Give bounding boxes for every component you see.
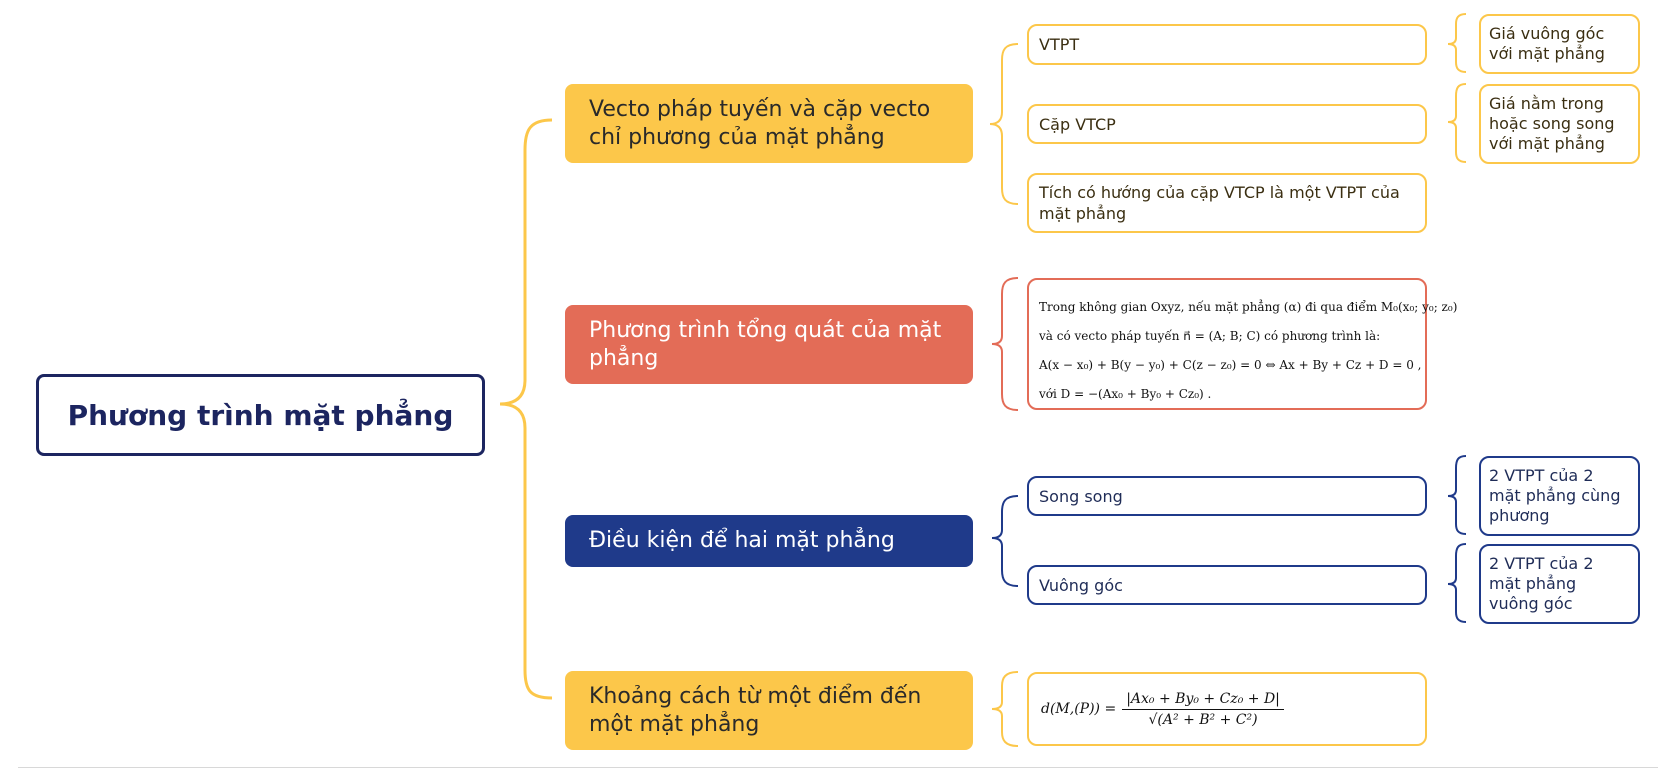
distance-fraction: |Ax₀ + By₀ + Cz₀ + D| √(A² + B² + C²) (1122, 691, 1284, 728)
branch-conditions-label: Điều kiện để hai mặt phẳng (589, 528, 895, 553)
leaf-vtcp-label: Cặp VTCP (1039, 114, 1116, 134)
distance-denominator: √(A² + B² + C²) (1148, 711, 1258, 728)
leaf-parallel-label: Song song (1039, 486, 1123, 506)
branch-vector: Vecto pháp tuyến và cặp vecto chỉ phương… (565, 84, 973, 163)
branch-distance-label: Khoảng cách từ một điểm đến một mặt phẳn… (589, 683, 922, 737)
leaf-cross-product: Tích có hướng của cặp VTCP là một VTPT c… (1027, 173, 1427, 233)
leaf-cross-product-label: Tích có hướng của cặp VTCP là một VTPT c… (1039, 183, 1400, 223)
leaf-vtpt: VTPT (1027, 24, 1427, 65)
branch-vector-label: Vecto pháp tuyến và cặp vecto chỉ phương… (589, 96, 931, 150)
note-parallel-label: 2 VTPT của 2 mặt phẳng cùng phương (1489, 466, 1621, 525)
root-node: Phương trình mặt phẳng (36, 374, 485, 456)
distance-formula-box: d(M,(P)) = |Ax₀ + By₀ + Cz₀ + D| √(A² + … (1027, 672, 1427, 746)
equation-line-2: và có vecto pháp tuyến n⃗ = (A; B; C) có… (1039, 328, 1381, 343)
perpendicular-note-bracket (1447, 543, 1467, 623)
parallel-note-bracket (1447, 455, 1467, 535)
main-bracket (499, 118, 553, 700)
vtcp-note-bracket (1447, 83, 1467, 163)
branch-conditions: Điều kiện để hai mặt phẳng (565, 515, 973, 567)
equation-line-4: với D = −(Ax₀ + By₀ + Cz₀) . (1039, 386, 1212, 401)
note-perpendicular-label: 2 VTPT của 2 mặt phẳng vuông góc (1489, 554, 1594, 613)
root-label: Phương trình mặt phẳng (67, 398, 454, 432)
branch-general-equation-label: Phương trình tổng quát của mặt phẳng (589, 317, 942, 371)
leaf-vtcp: Cặp VTCP (1027, 104, 1427, 144)
leaf-perpendicular: Vuông góc (1027, 565, 1427, 605)
branch-distance: Khoảng cách từ một điểm đến một mặt phẳn… (565, 671, 973, 750)
note-parallel: 2 VTPT của 2 mặt phẳng cùng phương (1479, 456, 1640, 536)
note-vtpt: Giá vuông góc với mặt phẳng (1479, 14, 1640, 74)
distance-bracket (991, 671, 1019, 747)
note-vtcp-label: Giá nằm trong hoặc song song với mặt phẳ… (1489, 94, 1615, 153)
distance-lhs: d(M,(P)) = (1041, 701, 1117, 717)
branch-general-equation: Phương trình tổng quát của mặt phẳng (565, 305, 973, 384)
leaf-parallel: Song song (1027, 476, 1427, 516)
bottom-divider (18, 767, 1658, 768)
leaf-perpendicular-label: Vuông góc (1039, 575, 1123, 595)
leaf-vtpt-label: VTPT (1039, 35, 1080, 54)
note-vtcp: Giá nằm trong hoặc song song với mặt phẳ… (1479, 84, 1640, 164)
equation-line-1: Trong không gian Oxyz, nếu mặt phẳng (α)… (1039, 299, 1458, 314)
general-equation-box: Trong không gian Oxyz, nếu mặt phẳng (α)… (1027, 278, 1458, 410)
note-perpendicular: 2 VTPT của 2 mặt phẳng vuông góc (1479, 544, 1640, 624)
note-vtpt-label: Giá vuông góc với mặt phẳng (1489, 24, 1605, 63)
vtpt-note-bracket (1447, 13, 1467, 73)
equation-bracket (991, 277, 1019, 411)
equation-line-3: A(x − x₀) + B(y − y₀) + C(z − z₀) = 0 ⇔ … (1039, 357, 1422, 372)
vector-bracket (989, 43, 1019, 205)
conditions-bracket (991, 495, 1019, 587)
distance-numerator: |Ax₀ + By₀ + Cz₀ + D| (1122, 691, 1284, 710)
